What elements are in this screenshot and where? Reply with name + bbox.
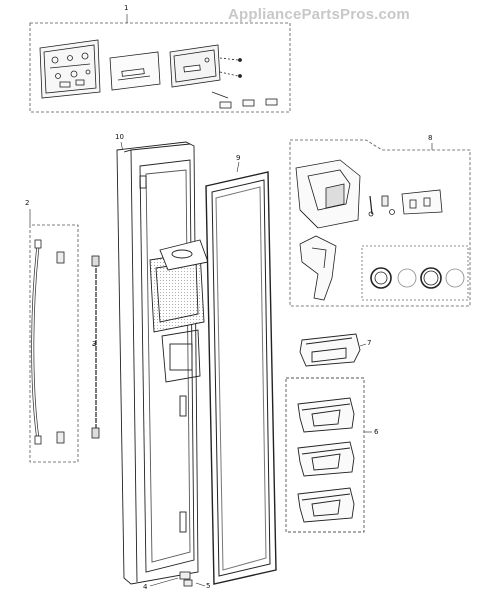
part-10-freezer-door bbox=[116, 141, 209, 585]
callout-3: 3 bbox=[92, 340, 97, 348]
group-8-dispenser-assembly bbox=[289, 139, 471, 307]
callout-8: 8 bbox=[428, 134, 433, 142]
callout-9: 9 bbox=[236, 154, 241, 162]
callout-4: 4 bbox=[143, 583, 148, 591]
part-3-wire-harness bbox=[91, 255, 100, 439]
callout-6: 6 bbox=[374, 428, 379, 436]
parts-4-5-hinge-caps bbox=[149, 571, 206, 587]
callout-5: 5 bbox=[206, 582, 211, 590]
callout-10: 10 bbox=[115, 133, 124, 141]
watermark-text: AppliancePartsPros.com bbox=[228, 6, 410, 23]
bin-3 bbox=[297, 487, 355, 523]
group-1-control-panel bbox=[29, 14, 291, 113]
callout-7: 7 bbox=[367, 339, 372, 347]
part-7-guard-bin bbox=[299, 333, 367, 367]
group-2-water-tube bbox=[29, 209, 79, 463]
part-9-door-gasket bbox=[205, 161, 277, 585]
group-6-door-bins bbox=[285, 377, 372, 533]
callout-1: 1 bbox=[124, 4, 129, 12]
bin-1 bbox=[297, 397, 355, 433]
display-module-part bbox=[169, 44, 242, 88]
bin-2 bbox=[297, 441, 355, 477]
button-set-part bbox=[211, 91, 278, 109]
callout-2: 2 bbox=[25, 199, 30, 207]
main-pcb-part bbox=[39, 39, 101, 99]
display-cover-part bbox=[109, 51, 161, 91]
